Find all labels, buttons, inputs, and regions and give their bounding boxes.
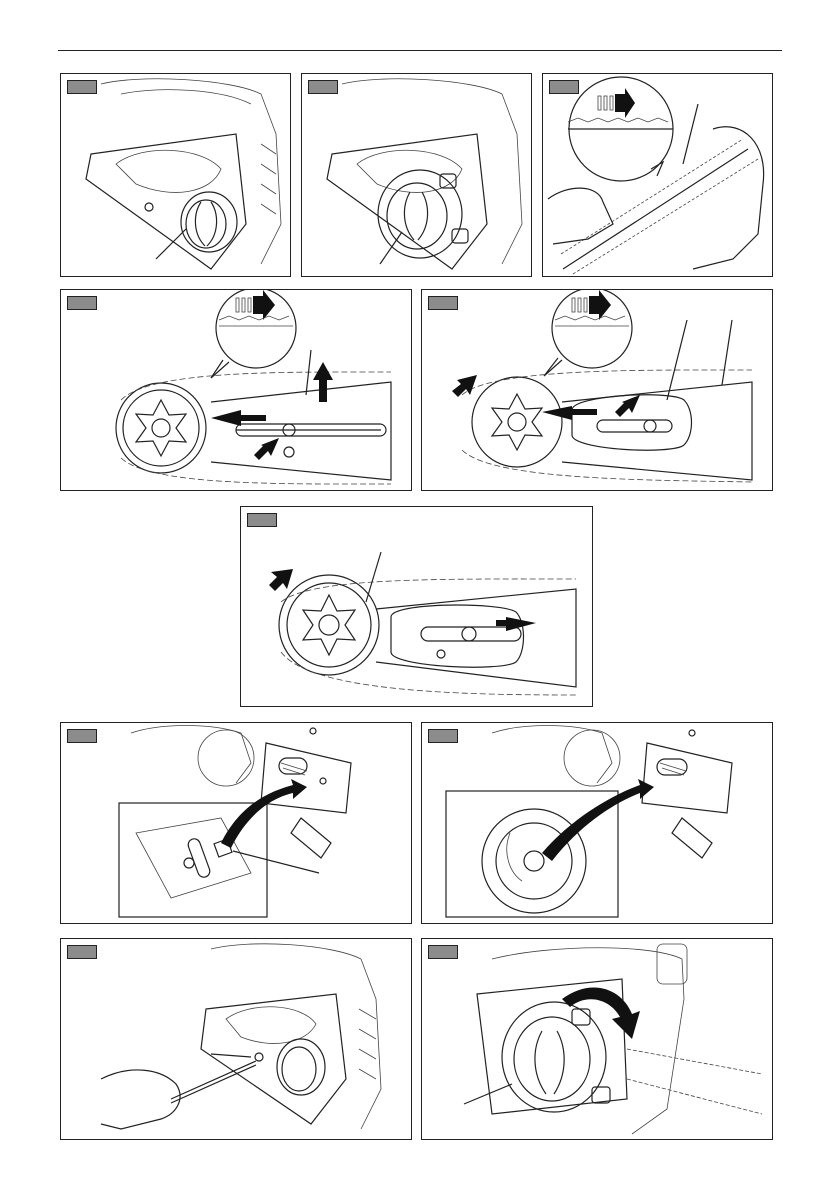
figure-tag-9 — [67, 945, 97, 959]
tension-pin-illustration — [61, 723, 412, 924]
figure-panel-9 — [60, 938, 412, 1140]
figure-panel-3 — [542, 73, 773, 277]
figure-panel-10 — [421, 938, 773, 1140]
figure-panel-1 — [60, 73, 291, 277]
figure-tag-8 — [428, 729, 458, 743]
tension-adjust-illustration — [422, 290, 773, 491]
direction-arrow-icon — [572, 290, 611, 320]
figure-tag-10 — [428, 945, 458, 959]
figure-panel-7 — [60, 722, 412, 924]
figure-tag-4 — [67, 296, 97, 310]
figure-tag-2 — [308, 80, 338, 94]
figure-tag-6 — [247, 513, 277, 527]
direction-arrow-icon — [236, 290, 275, 320]
header-rule — [58, 50, 782, 51]
figure-panel-8 — [421, 722, 773, 924]
spindle-illustration — [422, 723, 773, 924]
figure-tag-5 — [428, 296, 458, 310]
sprocket-bar-illustration — [61, 290, 412, 491]
figure-panel-4 — [60, 289, 412, 491]
figure-tag-1 — [67, 80, 97, 94]
cover-ring-illustration — [302, 74, 532, 277]
cover-knob-illustration — [61, 74, 291, 277]
locking-ring-illustration — [422, 939, 773, 1140]
figure-tag-3 — [549, 80, 579, 94]
bar-chain-hands-illustration — [543, 74, 773, 277]
figure-panel-6 — [240, 506, 593, 707]
screwdriver-illustration — [61, 939, 412, 1140]
figure-panel-2 — [301, 73, 532, 277]
bar-pull-illustration — [241, 507, 593, 707]
figure-panel-5 — [421, 289, 773, 491]
figure-tag-7 — [67, 729, 97, 743]
direction-arrow-icon — [598, 88, 635, 118]
